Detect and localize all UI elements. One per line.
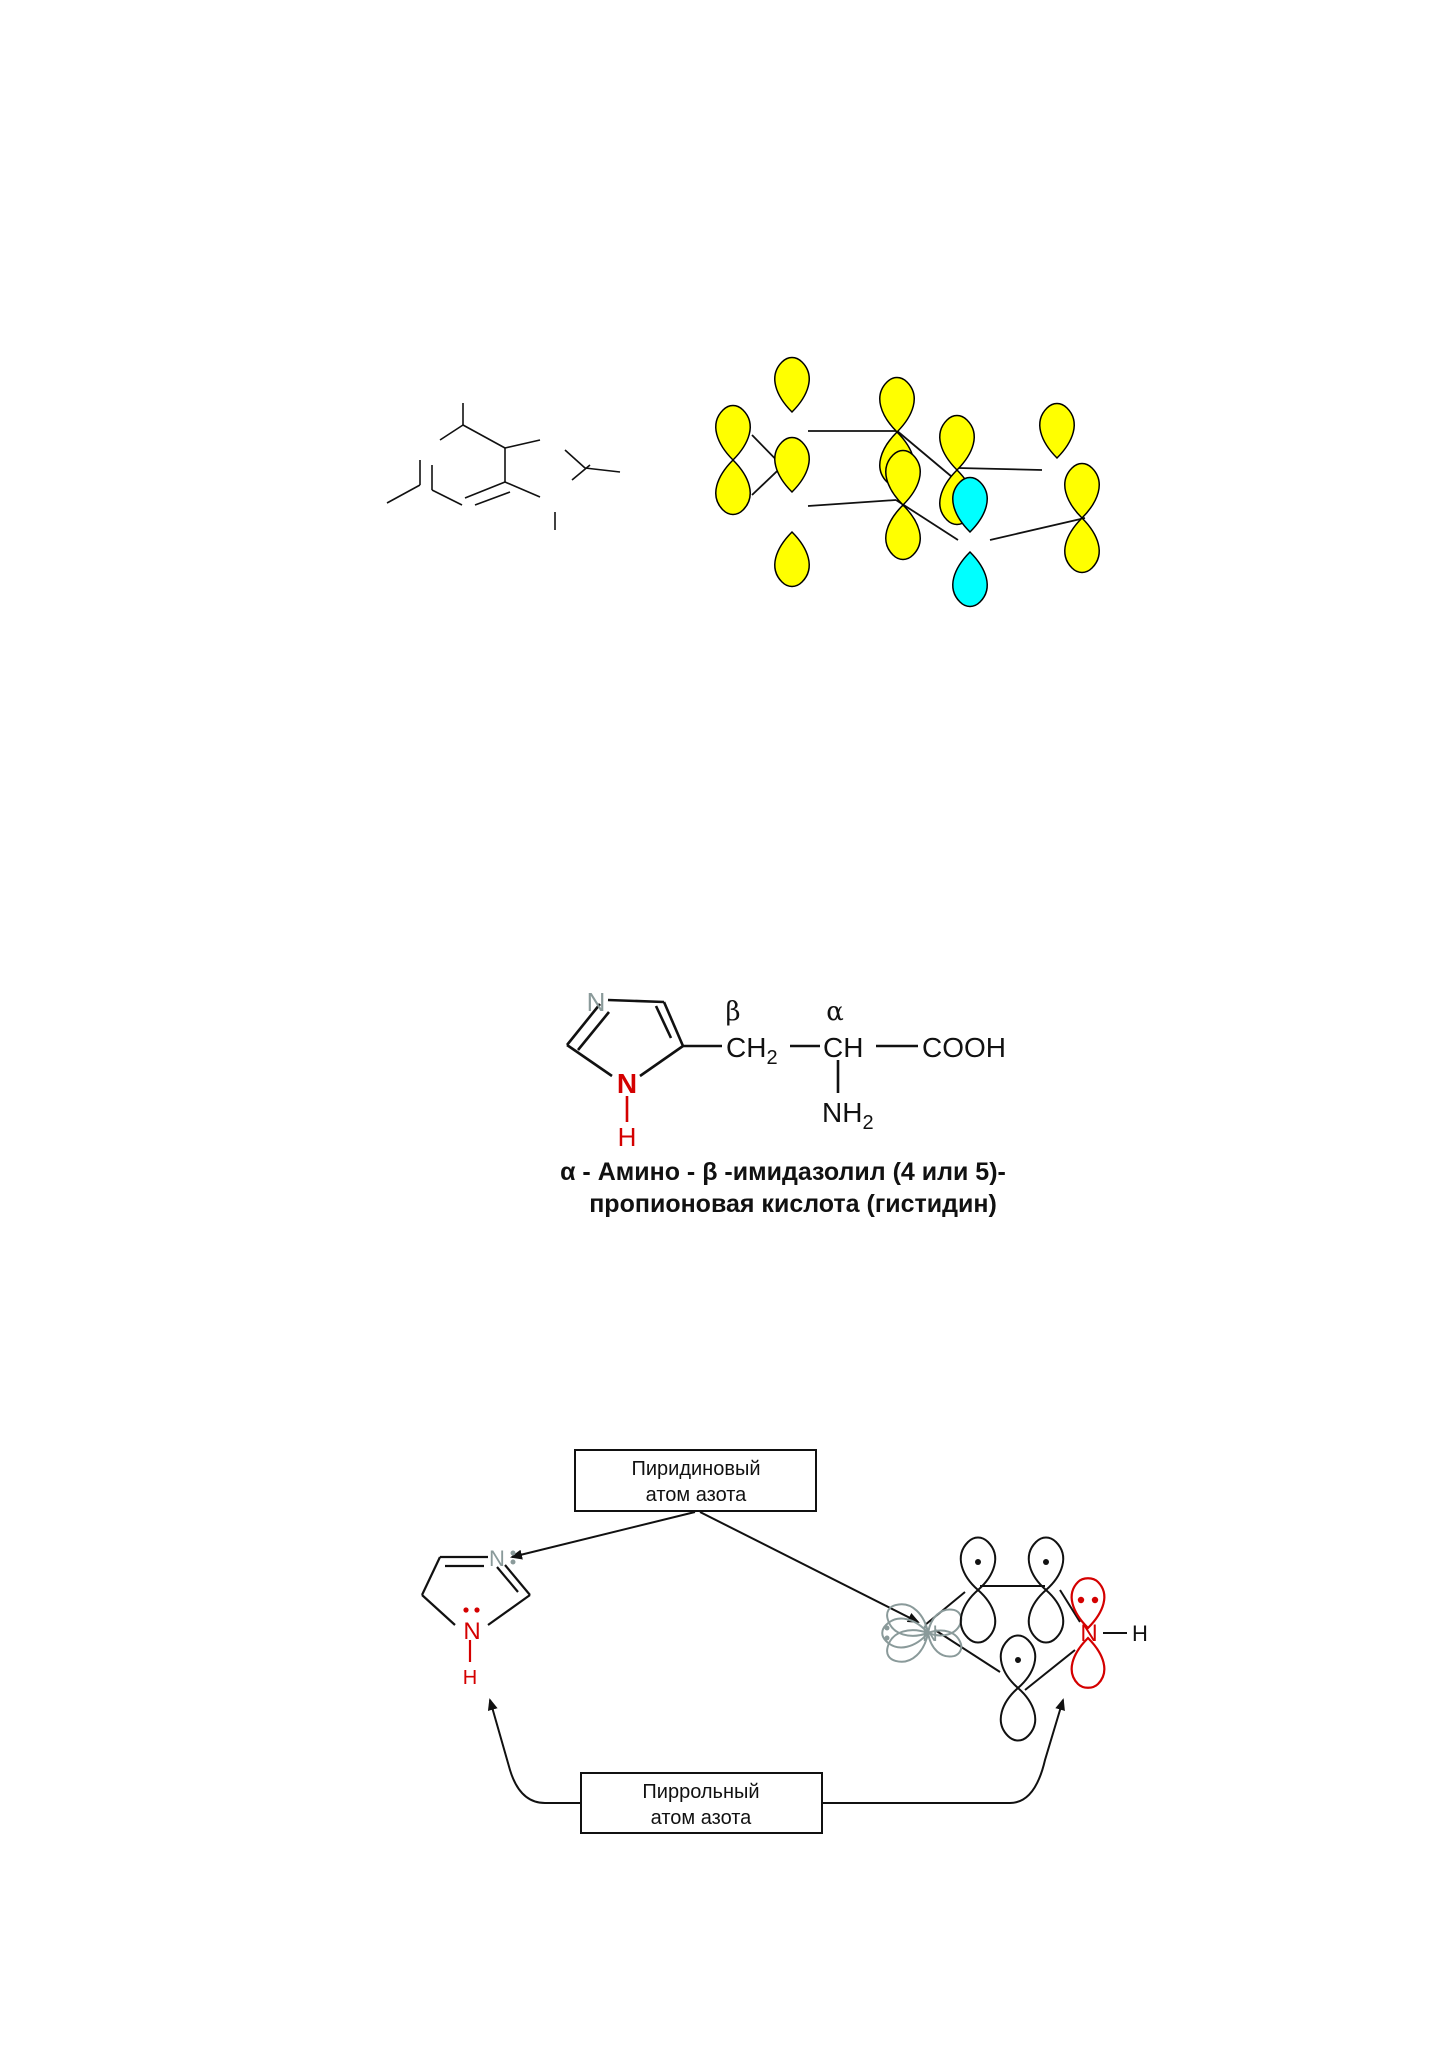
- ch2-group: CH2: [726, 1032, 778, 1069]
- pyrrole-label-box: [580, 1772, 823, 1834]
- electron-dot: [1015, 1657, 1021, 1663]
- beta-label: β: [725, 997, 740, 1027]
- histidine-caption-line2: пропионовая кислота (гистидин): [589, 1190, 997, 1218]
- p-orbital-lobe: [715, 459, 751, 516]
- lone-pair-dot: [884, 1625, 890, 1631]
- electron-dot: [1043, 1559, 1049, 1565]
- carbon-p-orbital: [999, 1687, 1037, 1742]
- pyridine-n-orbitals: [881, 1603, 963, 1663]
- skeletal-structure: [386, 403, 621, 530]
- carbon-p-orbital: [1027, 1589, 1065, 1644]
- orbital-h: H: [1132, 1621, 1148, 1646]
- histidine-caption-line1: α - Амино - β -имидазолил (4 или 5)-: [560, 1158, 1006, 1186]
- ring-pyridine-n: N: [489, 1546, 505, 1571]
- p-orbital-lobe: [885, 449, 921, 506]
- lone-pair-dot: [1091, 1596, 1099, 1604]
- lone-pair-dot: [510, 1550, 516, 1556]
- cooh-group: COOH: [922, 1032, 1006, 1063]
- lone-pair-dot: [510, 1559, 516, 1565]
- p-orbital-lobe: [1064, 517, 1100, 574]
- orbital-pyrrole-n: N: [1080, 1620, 1097, 1647]
- p-orbital-lobe: [774, 531, 810, 588]
- electron-dot: [975, 1559, 981, 1565]
- alpha-label: α: [826, 997, 844, 1027]
- pyrrole-label-line1: Пиррольный: [642, 1781, 759, 1803]
- lone-pair-dot: [1077, 1596, 1085, 1604]
- p-orbital-lobe: [879, 376, 915, 433]
- p-orbital-lobe: [1039, 402, 1075, 459]
- p-orbital-diagram: [715, 356, 1100, 608]
- p-orbital-lobe: [1064, 462, 1100, 519]
- ring-pyrrole-n: N: [463, 1618, 480, 1645]
- ring-h: H: [463, 1667, 477, 1689]
- nitrogen-types-diagram: Пиридиновый атом азота Пиррольный атом а…: [421, 1449, 1148, 1834]
- p-orbital-lobe: [774, 356, 810, 413]
- histidine-n-top: N: [587, 987, 606, 1017]
- orbital-pyridine-n: N: [922, 1621, 938, 1646]
- carbon-p-orbital: [959, 1589, 997, 1644]
- histidine-n-bottom: N: [617, 1068, 637, 1099]
- lone-pair-dot: [474, 1607, 480, 1613]
- pyridine-label-box: [574, 1449, 817, 1512]
- p-orbital-lobe: [715, 404, 751, 461]
- lone-pair-dot: [463, 1607, 469, 1613]
- p-orbital-lobe: [774, 436, 810, 493]
- pyridine-label-line1: Пиридиновый: [631, 1458, 760, 1480]
- ch-group: CH: [823, 1032, 863, 1063]
- nitrogen-lone-pair-lobe: [952, 551, 988, 608]
- histidine-h: H: [618, 1122, 637, 1152]
- pyrrole-label-line2: атом азота: [651, 1807, 753, 1829]
- lone-pair-dot: [884, 1635, 890, 1641]
- histidine-structure: N N H β α CH2 CH COOH NH2 α - Амино - β …: [560, 987, 1006, 1218]
- nh2-group: NH2: [822, 1097, 874, 1134]
- pyridine-label-line2: атом азота: [646, 1484, 748, 1506]
- pyrrole-n-orbital: [1070, 1577, 1106, 1689]
- p-orbital-lobe: [939, 414, 975, 471]
